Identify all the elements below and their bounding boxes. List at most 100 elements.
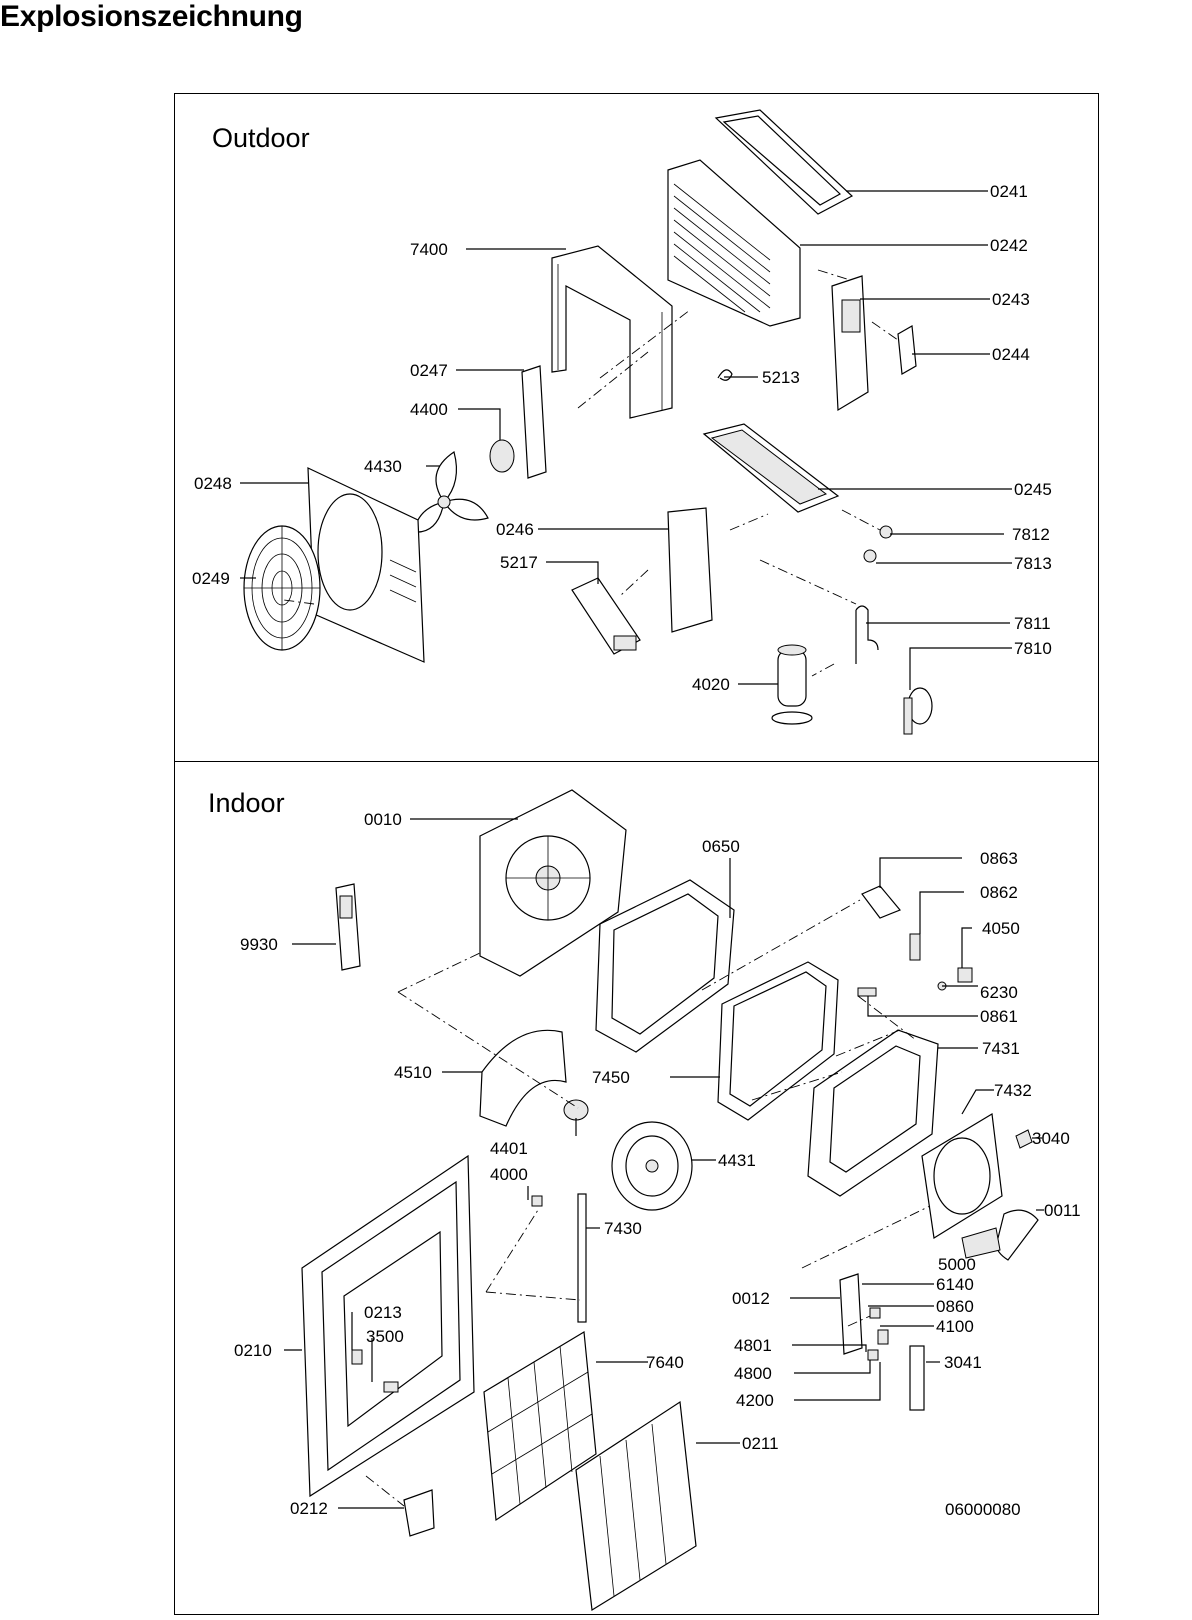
callout-4430: 4430 [364,457,402,476]
part-0862 [909,933,921,961]
callout-0860: 0860 [936,1297,974,1316]
callout-7431: 7431 [982,1039,1020,1058]
drain-pan-part [595,879,735,1053]
motor-bracket-4510-part [479,1029,567,1127]
part-3500 [383,1381,399,1393]
leader-lines [240,190,1044,1509]
callout-4510: 4510 [394,1063,432,1082]
callout-9930: 9930 [240,935,278,954]
callout-0011: 0011 [1044,1201,1081,1220]
callout-5217: 5217 [500,553,538,572]
control-board [613,635,637,651]
callout-4000: 4000 [490,1165,528,1184]
callout-0650: 0650 [702,837,740,856]
front-panel-0210-part [301,1154,475,1498]
callout-0243: 0243 [992,290,1030,309]
part-3040 [1015,1129,1033,1149]
callout-4200: 4200 [736,1391,774,1410]
heat-exchanger-part [717,961,839,1121]
callout-0244: 0244 [992,345,1030,364]
front-panel-part [307,467,425,663]
bellmouth-part [921,1113,1003,1239]
control-box-0012-part [839,1273,863,1355]
callout-0246: 0246 [496,520,534,539]
callout-4800: 4800 [734,1364,772,1383]
callout-6140: 6140 [936,1275,974,1294]
outdoor-section-title: Outdoor [212,123,310,153]
pipe-7811-part [855,605,879,664]
callout-0012: 0012 [732,1289,770,1308]
part-4050 [957,967,973,983]
callout-4431: 4431 [718,1151,756,1170]
callout-5213: 5213 [762,368,800,387]
page-title: Explosionszeichnung [0,0,303,33]
front-panel-opening [317,493,383,611]
capillary-7810-part [903,687,933,735]
callout-0245: 0245 [1014,480,1052,499]
part-0213 [351,1349,363,1365]
part-4000 [531,1195,543,1207]
part-0861 [857,987,877,997]
callout-0248: 0248 [194,474,232,493]
part-0860 [869,1307,881,1319]
clip-5213-part [717,369,733,381]
callout-0213: 0213 [364,1303,402,1322]
fan-blade-part [413,451,489,533]
intake-grille-part [575,1400,697,1612]
base-pan-inner [710,429,828,505]
callout-0010: 0010 [364,810,402,829]
callout-6230: 6230 [980,983,1018,1002]
part-4801 [867,1349,879,1361]
corner-cover-part [403,1489,435,1537]
part-3041 [909,1345,925,1411]
callout-0249: 0249 [192,569,230,588]
indoor-assembly-lines [365,899,931,1507]
compressor-part [771,644,813,725]
side-panel-part [831,275,869,412]
callout-0212: 0212 [290,1499,328,1518]
callout-3040: 3040 [1032,1129,1070,1148]
chassis-part [479,789,627,977]
rear-panel-grill [673,183,771,313]
inner-frame-part [807,1029,939,1197]
part-5000 [961,1227,1001,1259]
callout-7811: 7811 [1014,614,1051,633]
control-box-part [571,577,641,655]
callout-4050: 4050 [982,919,1020,938]
callout-7430: 7430 [604,1219,642,1238]
callout-7640: 7640 [646,1353,684,1372]
callout-7813: 7813 [1014,554,1052,573]
valve-7813-part [863,549,877,563]
callout-4400: 4400 [410,400,448,419]
callout-7432: 7432 [994,1081,1032,1100]
callout-0862: 0862 [980,883,1018,902]
service-cover-part [897,325,917,375]
outdoor-assembly-lines [283,269,899,677]
callout-3500: 3500 [366,1327,404,1346]
turbofan-part [611,1121,693,1211]
part-0863 [861,885,901,919]
callout-4801: 4801 [734,1336,772,1355]
callout-7812: 7812 [1012,525,1050,544]
air-filter-part [483,1330,597,1522]
motor-4401-part [563,1099,589,1121]
drawing-number: 06000080 [945,1500,1021,1519]
callout-7450: 7450 [592,1068,630,1087]
callout-0247: 0247 [410,361,448,380]
side-panel-handle [841,299,861,333]
callout-4020: 4020 [692,675,730,694]
callout-0863: 0863 [980,849,1018,868]
condenser-coil-part [551,245,673,419]
motor-bracket-part [521,365,547,479]
indoor-section-title: Indoor [208,788,285,818]
top-cover-inner-part [722,115,842,206]
callout-4401: 4401 [490,1139,528,1158]
callout-3041: 3041 [944,1353,982,1372]
remote-control-part [335,883,361,971]
callout-5000: 5000 [938,1255,976,1274]
callout-0241: 0241 [990,182,1028,201]
fan-motor-part [489,439,515,473]
fan-guard-part [243,525,321,651]
callout-7810: 7810 [1014,639,1052,658]
